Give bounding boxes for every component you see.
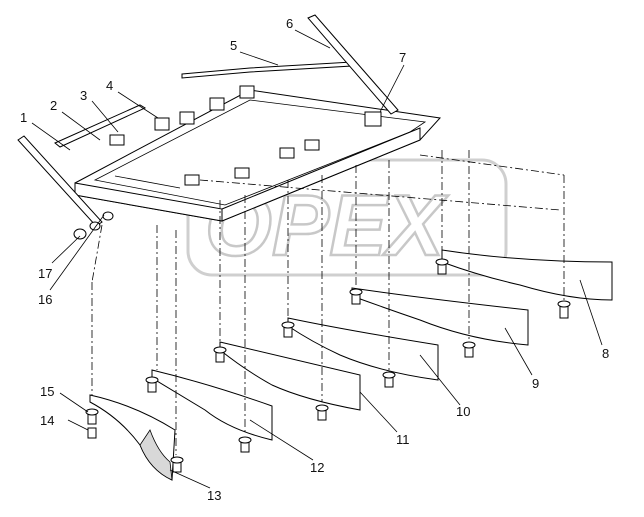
callout-2: 2 (50, 98, 57, 113)
callout-13: 13 (207, 488, 221, 503)
callout-4: 4 (106, 78, 113, 93)
blade-13 (89, 394, 176, 481)
bolts (85, 258, 571, 473)
callout-11: 11 (396, 432, 410, 447)
callout-6: 6 (286, 16, 293, 31)
rail-1 (17, 135, 103, 227)
blade-11 (219, 341, 361, 411)
clamps-row (109, 85, 382, 186)
frame-plate (74, 89, 442, 222)
callout-7: 7 (399, 50, 406, 65)
callout-12: 12 (310, 460, 324, 475)
blade-10 (287, 317, 439, 381)
bar-2 (54, 104, 147, 148)
callout-15: 15 (40, 384, 54, 399)
callout-17: 17 (38, 266, 52, 281)
rail-6 (307, 14, 399, 115)
callout-5: 5 (230, 38, 237, 53)
callout-3: 3 (80, 88, 87, 103)
callout-labels: 1 2 3 4 5 6 7 8 9 10 11 12 13 14 15 16 1… (20, 16, 609, 503)
blade-12 (151, 369, 273, 441)
assembly-lines (91, 150, 565, 455)
callout-1: 1 (20, 110, 27, 125)
rail-5 (181, 61, 353, 79)
callout-9: 9 (532, 376, 539, 391)
fasteners-16-17 (73, 211, 114, 240)
callout-14: 14 (40, 413, 54, 428)
callout-16: 16 (38, 292, 52, 307)
callout-10: 10 (456, 404, 470, 419)
leader-lines (31, 29, 603, 489)
callout-8: 8 (602, 346, 609, 361)
